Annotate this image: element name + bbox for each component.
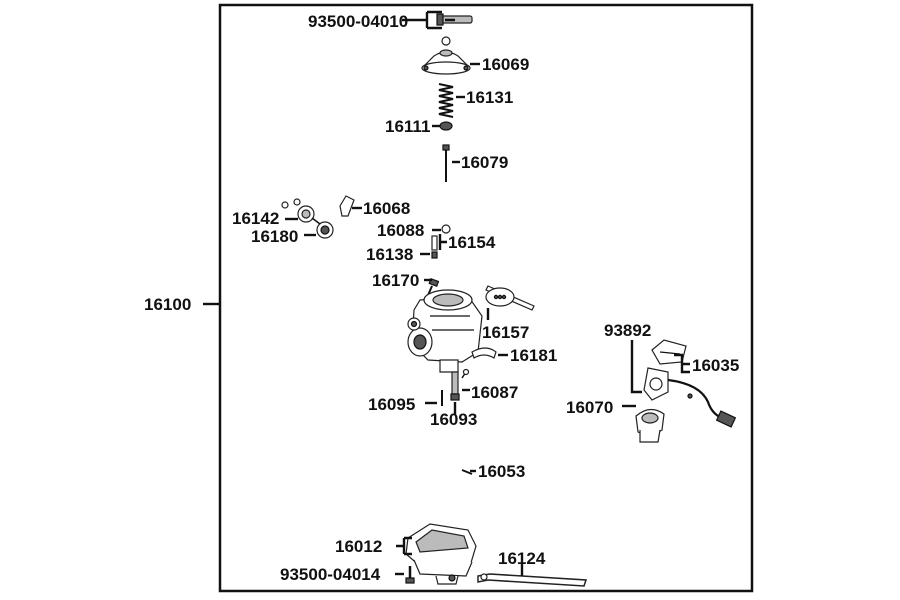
label-16138: 16138: [366, 245, 413, 264]
label-16079: 16079: [461, 153, 508, 172]
label-16087: 16087: [471, 383, 518, 402]
leader-16012: [396, 536, 412, 556]
label-16154: 16154: [448, 233, 496, 252]
part-16111: [439, 121, 453, 131]
label-16100: 16100: [144, 295, 191, 314]
part-16180: [311, 217, 334, 239]
part-16181: [471, 347, 497, 359]
label-16053: 16053: [478, 462, 525, 481]
leader-16154: [438, 234, 447, 250]
part-16088: [441, 224, 451, 234]
part-16131: [438, 83, 454, 118]
label-93892: 93892: [604, 321, 651, 340]
label-93500-04010: 93500-04010: [308, 12, 408, 31]
part-16100-carburetor: [407, 289, 483, 373]
part-93500-04014: [405, 566, 415, 584]
leader-16035: [674, 353, 690, 374]
label-16111: 16111: [385, 117, 430, 136]
part-16068: [339, 195, 355, 217]
part-16079: [442, 144, 450, 182]
label-16124: 16124: [498, 549, 546, 568]
part-16069: [421, 49, 471, 75]
part-16124-drain-hose: [477, 573, 588, 587]
diagram-frame: [218, 3, 754, 593]
label-16170: 16170: [372, 271, 419, 290]
label-16095: 16095: [368, 395, 415, 414]
part-16012-float-bowl: [405, 523, 477, 585]
part-16093: [450, 371, 460, 401]
leader-93892: [630, 340, 642, 394]
part-16053: [461, 469, 473, 475]
label-16157: 16157: [482, 323, 529, 342]
part-16087: [461, 368, 470, 379]
label-93500-04014: 93500-04014: [280, 565, 381, 584]
part-16154: [431, 235, 438, 251]
part-16157: [485, 285, 535, 311]
label-16088: 16088: [377, 221, 424, 240]
label-16142: 16142: [232, 209, 279, 228]
label-16035: 16035: [692, 356, 739, 375]
label-16093: 16093: [430, 410, 477, 429]
part-16070: [635, 367, 737, 443]
label-16180: 16180: [251, 227, 298, 246]
label-16070: 16070: [566, 398, 613, 417]
part-16138: [431, 251, 438, 259]
part-clip: [441, 36, 451, 46]
label-16012: 16012: [335, 537, 382, 556]
label-16131: 16131: [466, 88, 513, 107]
part-16035: [651, 339, 687, 365]
part-16142: [281, 198, 315, 223]
part-93500-04010: [436, 13, 473, 26]
label-16069: 16069: [482, 55, 529, 74]
label-16181: 16181: [510, 346, 557, 365]
label-16068: 16068: [363, 199, 410, 218]
